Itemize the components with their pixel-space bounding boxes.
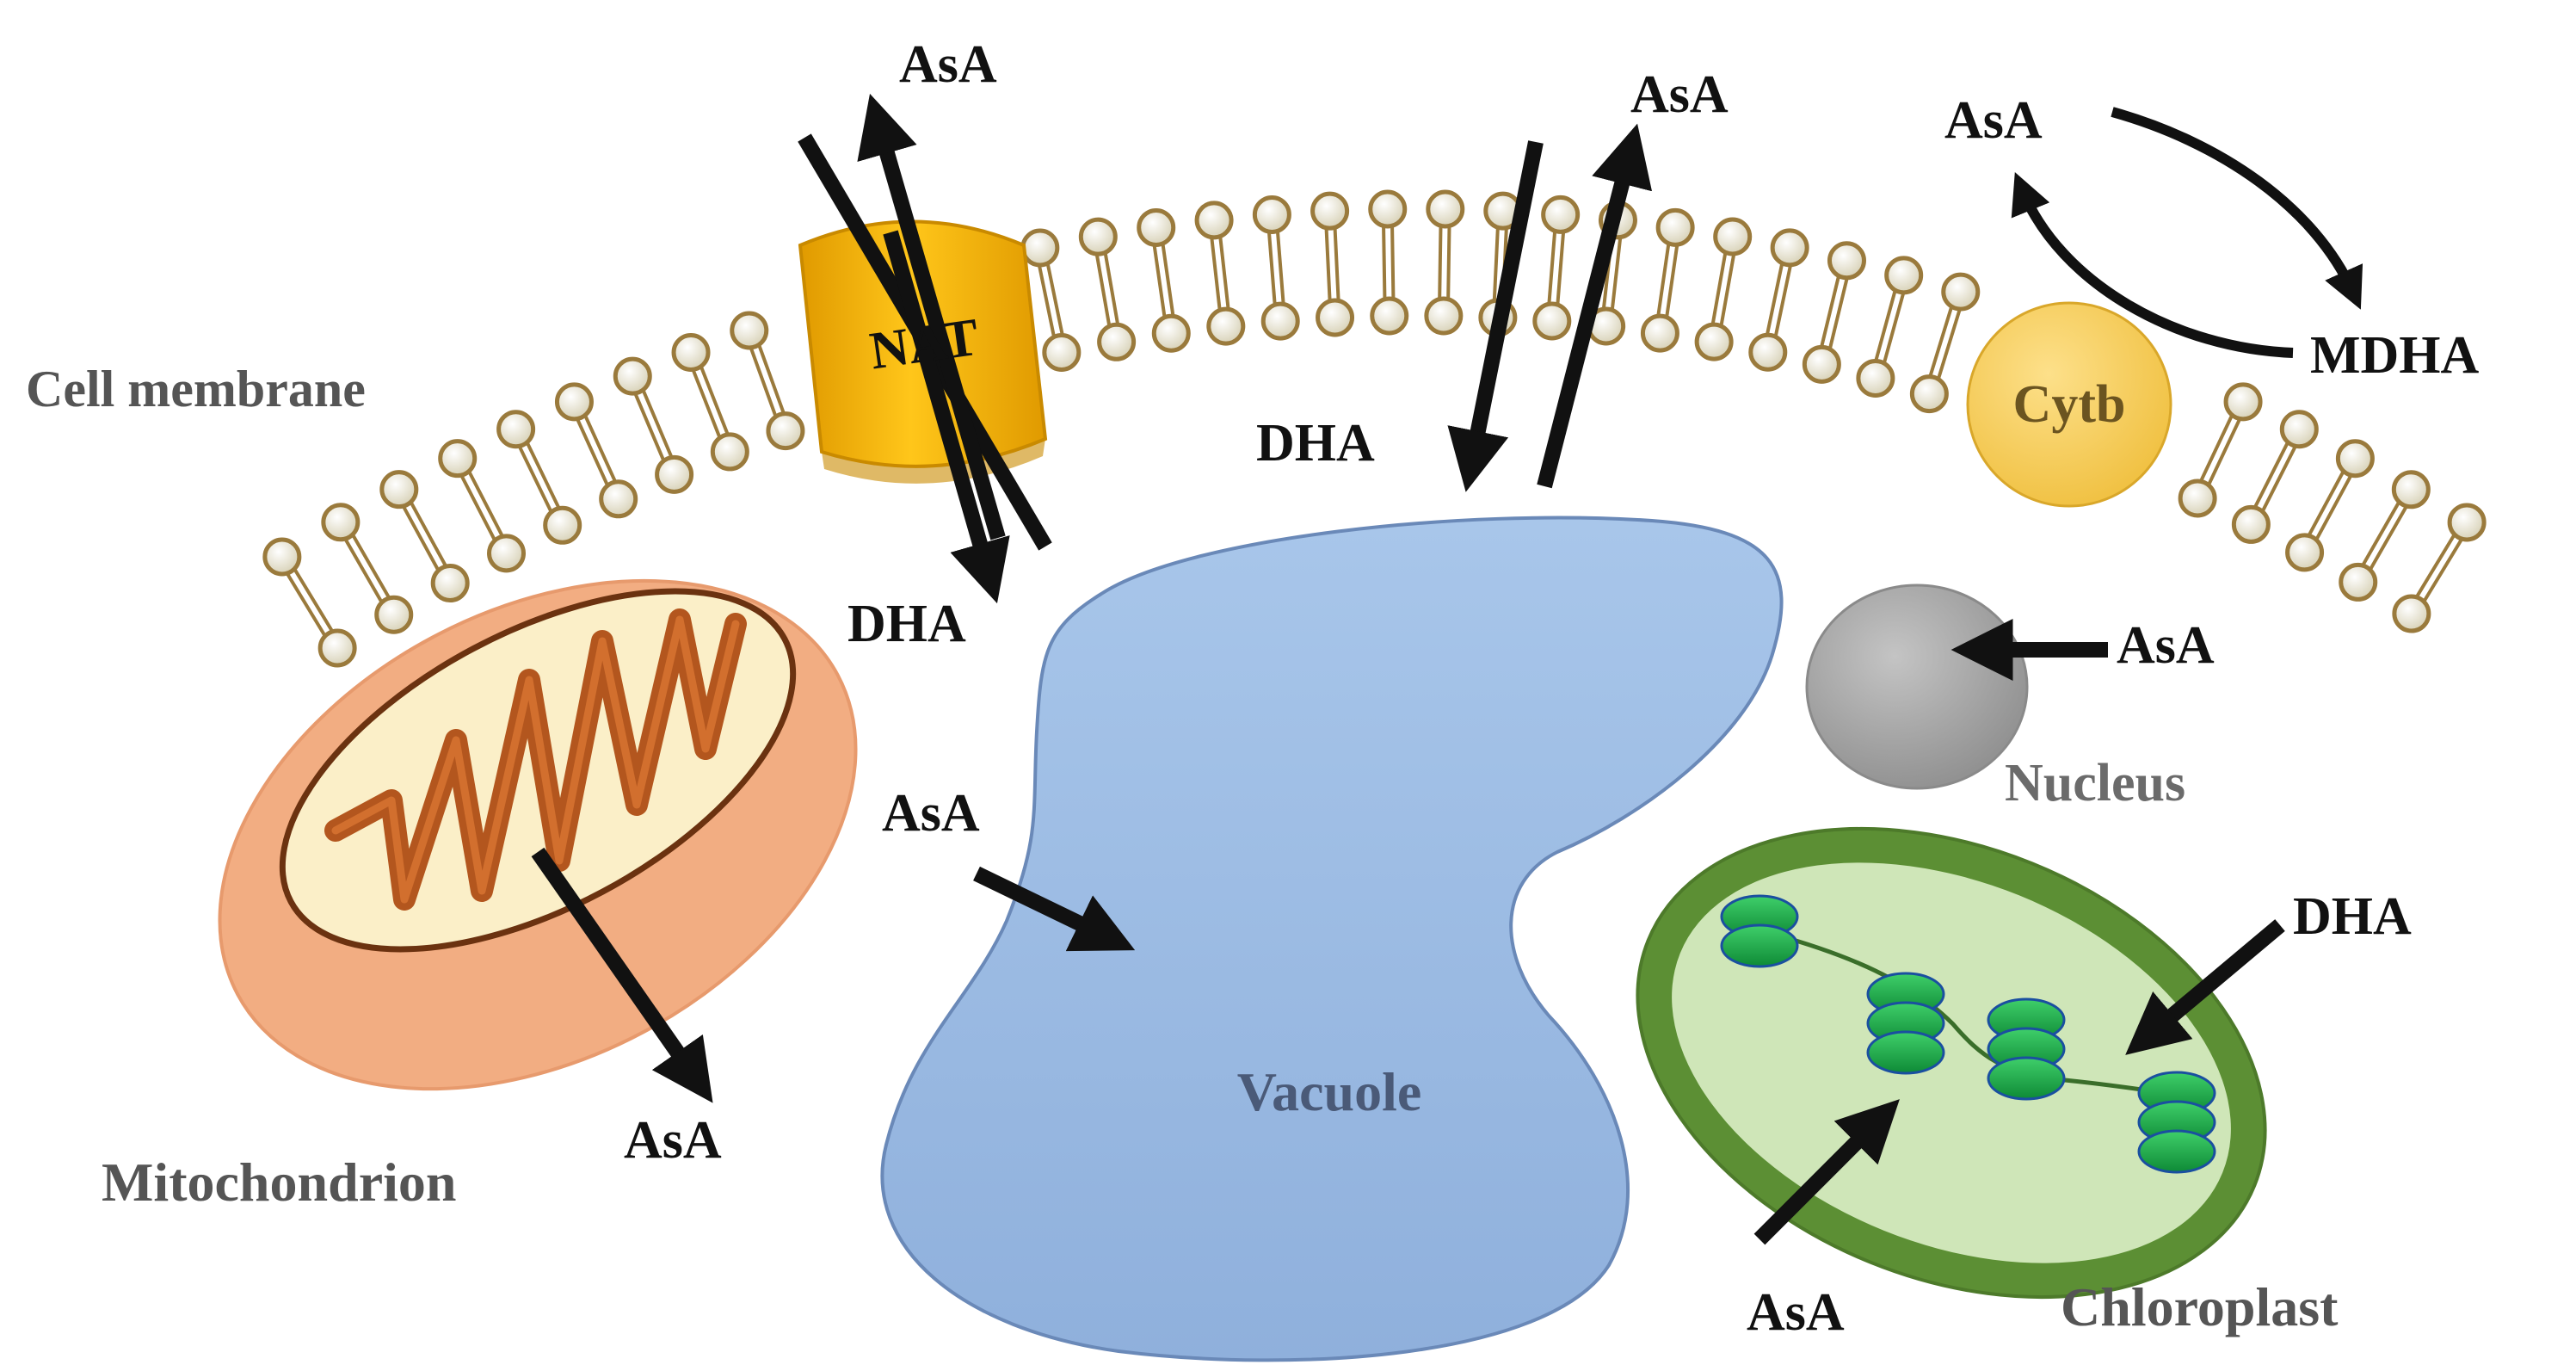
lipid-molecule bbox=[1310, 191, 1355, 337]
lipid-molecule bbox=[1252, 195, 1300, 341]
arrow-mito-asa-out bbox=[531, 847, 713, 1103]
dha-label-membrane: DHA bbox=[1256, 414, 1375, 472]
vacuole-label: Vacuole bbox=[1237, 1061, 1422, 1122]
cell-membrane-bilayer bbox=[262, 189, 2487, 668]
dha-label-chloroplast: DHA bbox=[2293, 887, 2412, 946]
stroma-lamella bbox=[1772, 931, 2203, 1100]
lipid-molecule bbox=[554, 382, 638, 519]
thylakoid-disc bbox=[1987, 1056, 2066, 1101]
cell-membrane-label: Cell membrane bbox=[26, 361, 366, 417]
lipid-molecule bbox=[1137, 207, 1191, 353]
lipid-molecule bbox=[2178, 382, 2263, 518]
nucleus-label: Nucleus bbox=[2005, 754, 2185, 812]
cytb-protein bbox=[1966, 301, 2172, 508]
arrow-nat-dha-in bbox=[883, 230, 1010, 604]
asa-label-chloroplast: AsA bbox=[1747, 1283, 1845, 1342]
arrow-asa-to-vacuole bbox=[973, 866, 1136, 952]
chloroplast bbox=[1636, 826, 2267, 1300]
lipid-molecule bbox=[671, 333, 749, 472]
lipid-molecule bbox=[496, 410, 582, 545]
arrows bbox=[531, 93, 2363, 1245]
arrow-dha-in bbox=[1447, 140, 1544, 492]
lipid-molecule bbox=[1194, 201, 1246, 346]
arrow-dha-to-chloroplast bbox=[2125, 919, 2285, 1055]
chloroplast-label: Chloroplast bbox=[2061, 1276, 2339, 1337]
lipid-molecule bbox=[1856, 256, 1924, 398]
cytb-label: Cytb bbox=[2013, 375, 2126, 434]
lipid-molecule bbox=[2231, 410, 2319, 544]
nucleus bbox=[1805, 584, 2029, 790]
lipid-molecule bbox=[1694, 217, 1753, 361]
lipid-molecule bbox=[1532, 195, 1581, 341]
asa-label-vacuole: AsA bbox=[882, 784, 980, 843]
arrow-asa-out bbox=[1537, 123, 1653, 489]
thylakoid-grana bbox=[1720, 894, 2216, 1174]
mitochondrion bbox=[218, 578, 858, 1091]
lipid-molecule bbox=[1748, 228, 1809, 372]
lipid-molecule bbox=[730, 311, 805, 451]
asa-label-mitochondrion: AsA bbox=[624, 1111, 722, 1170]
thylakoid-disc bbox=[1866, 1030, 1945, 1075]
mdha-label: MDHA bbox=[2310, 326, 2480, 385]
lipid-molecule bbox=[2339, 470, 2431, 602]
arrow-nat-asa-out bbox=[857, 93, 1006, 540]
lipid-molecule bbox=[262, 537, 357, 668]
asa-label-cytb-cycle: AsA bbox=[1944, 91, 2043, 150]
lipid-molecule bbox=[1424, 189, 1465, 336]
lipid-molecule bbox=[1802, 241, 1866, 384]
lipid-molecule bbox=[321, 503, 414, 634]
asa-label-membrane-top: AsA bbox=[1630, 65, 1729, 124]
lipid-molecule bbox=[1020, 228, 1082, 372]
arrow-asa-to-mdha bbox=[2111, 107, 2363, 310]
mitochondrion-label: Mitochondrion bbox=[102, 1152, 456, 1213]
lipid-molecule bbox=[438, 439, 527, 573]
lipid-molecule bbox=[1078, 217, 1137, 361]
arrow-mdha-to-asa bbox=[2011, 172, 2294, 358]
lipid-molecule bbox=[613, 356, 694, 494]
lipid-molecule bbox=[379, 470, 470, 603]
lipid-molecule bbox=[1368, 189, 1409, 336]
arrow-asa-to-chloroplast bbox=[1753, 1099, 1900, 1245]
thylakoid-disc bbox=[2137, 1129, 2216, 1174]
asa-label-nucleus: AsA bbox=[2117, 616, 2215, 675]
lipid-molecule bbox=[1909, 272, 1981, 414]
lipid-molecule bbox=[1640, 207, 1695, 353]
lipid-molecule bbox=[2285, 439, 2375, 572]
asa-label-nat-top: AsA bbox=[899, 35, 997, 94]
vacuole bbox=[880, 516, 1784, 1362]
thylakoid-disc bbox=[1720, 923, 1799, 968]
lipid-molecule bbox=[2392, 503, 2487, 633]
dha-label-nat-bottom: DHA bbox=[847, 595, 966, 653]
